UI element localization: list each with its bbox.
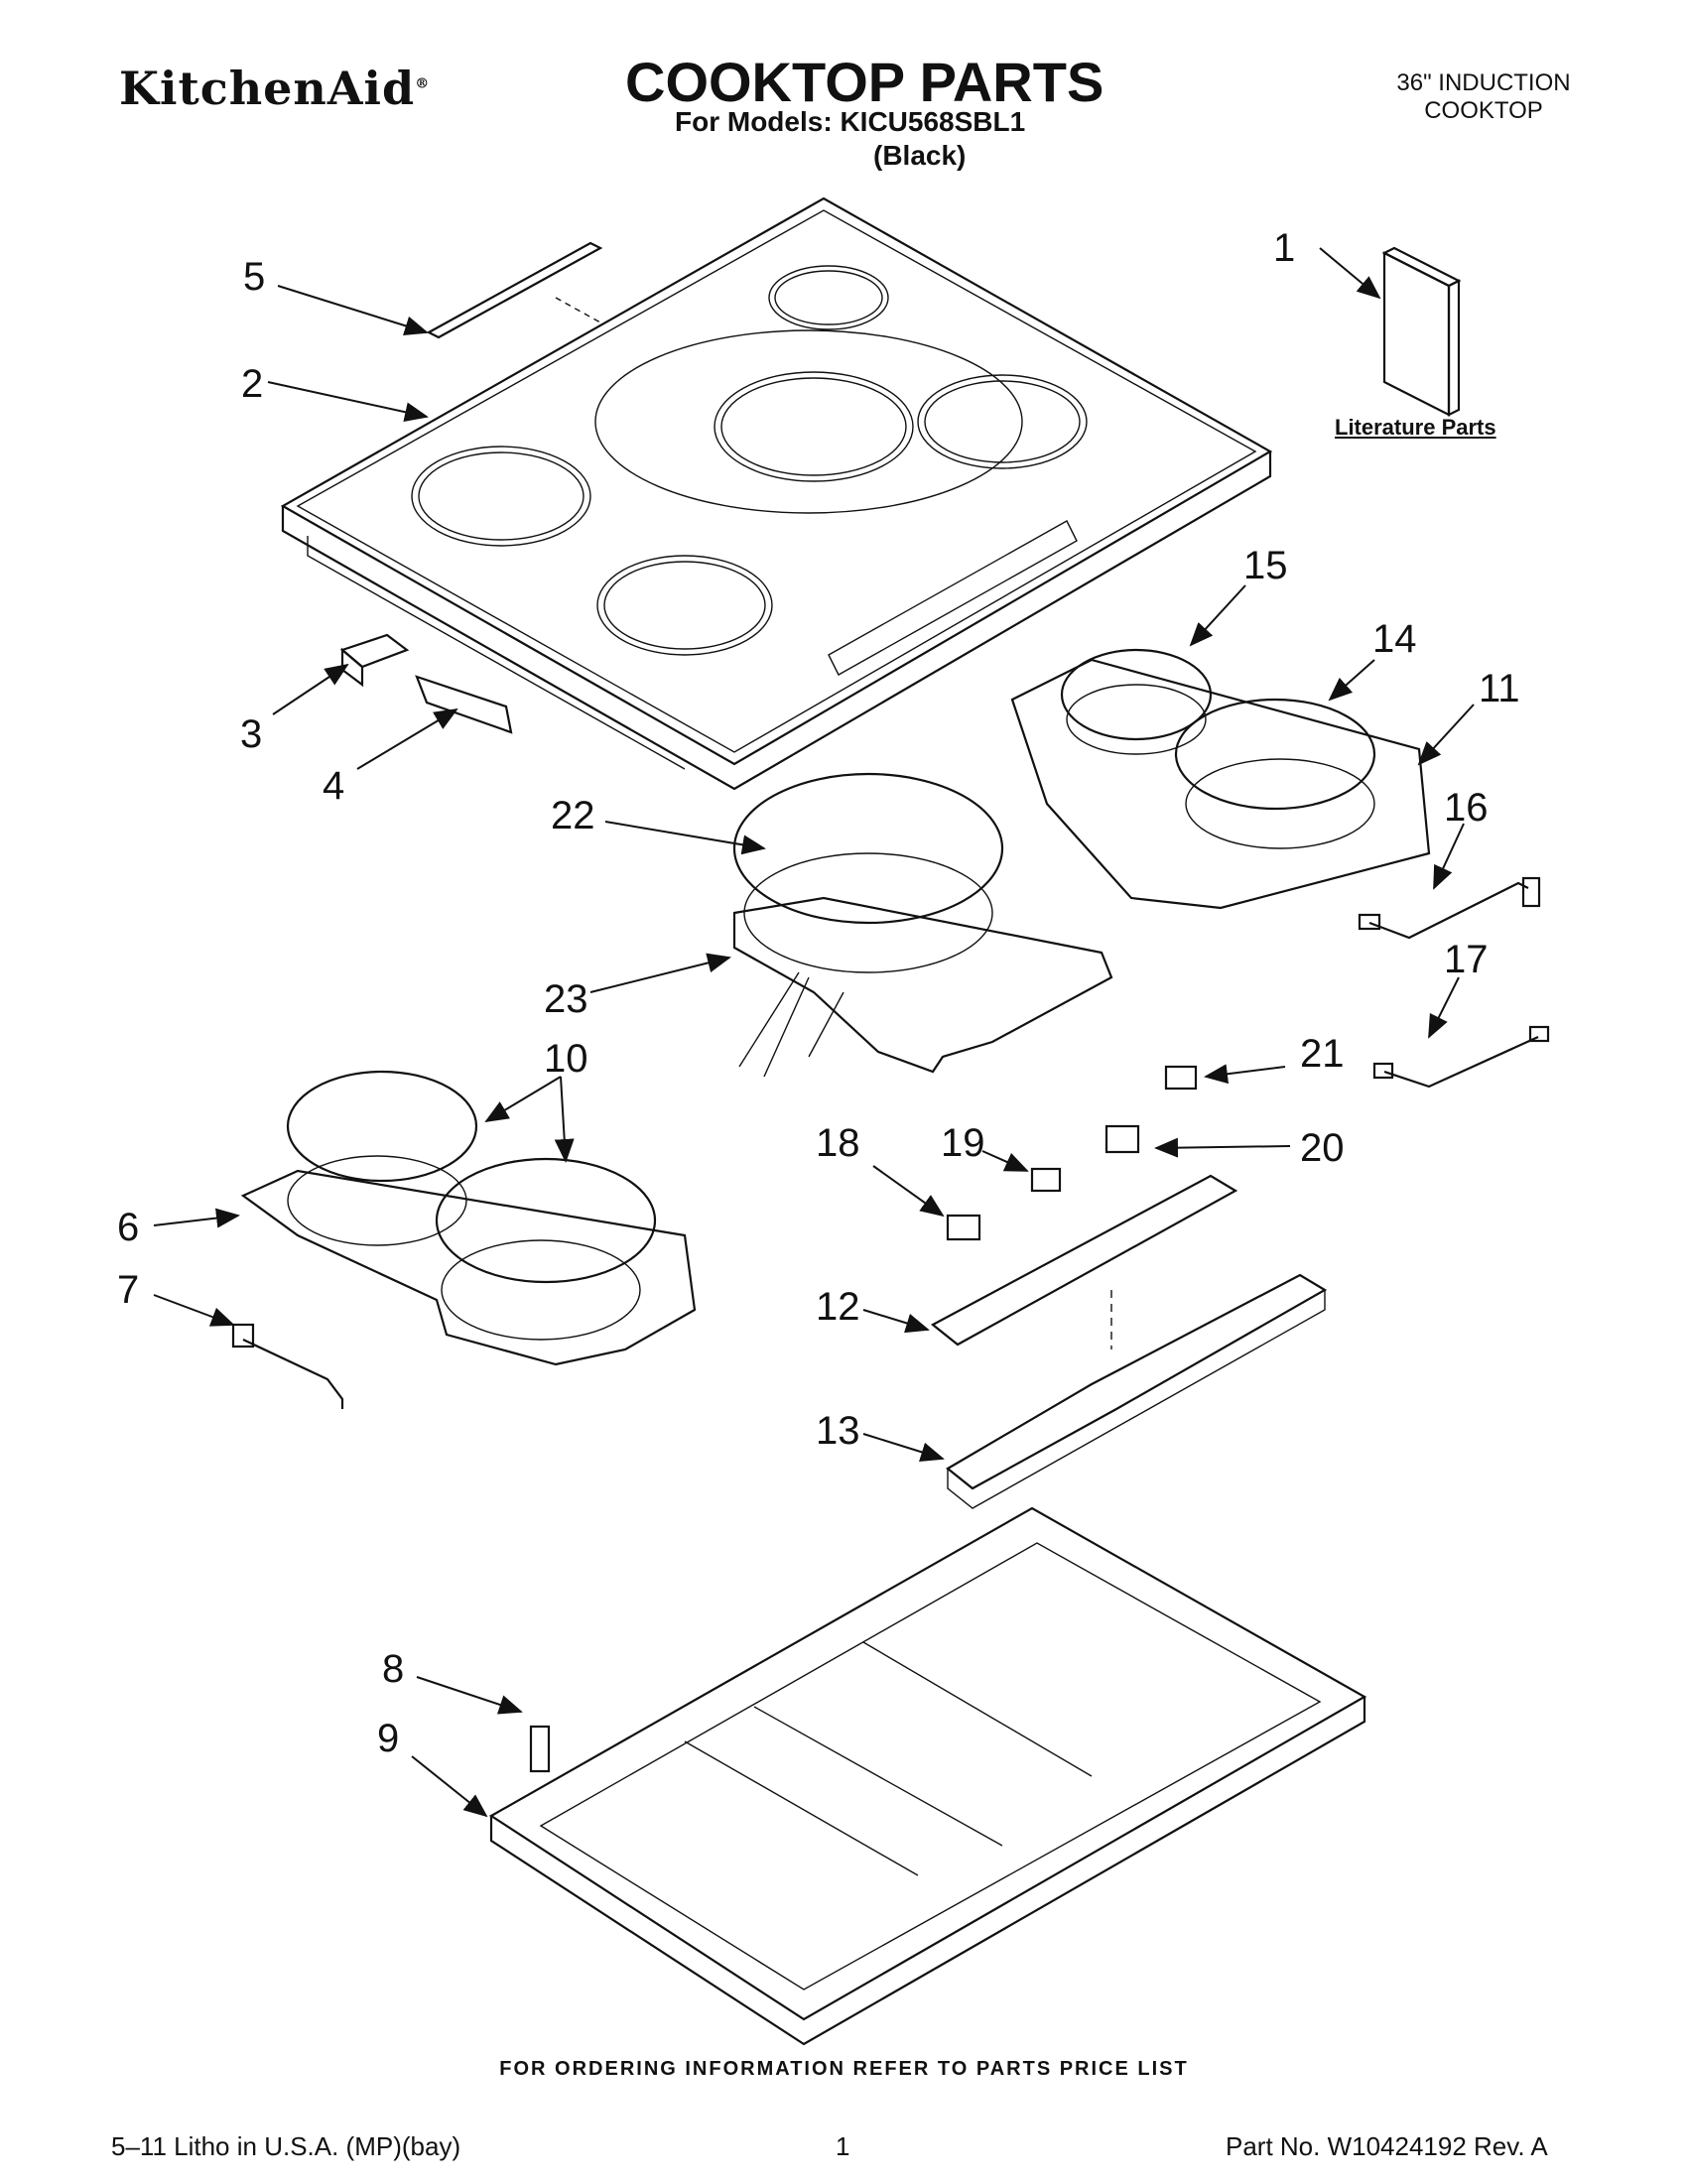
callout-16: 16 xyxy=(1444,786,1489,830)
center-burner-assembly xyxy=(732,772,1113,1078)
wire-harnesses xyxy=(1358,876,1550,1089)
callout-14: 14 xyxy=(1372,617,1417,661)
callout-23: 23 xyxy=(544,977,588,1021)
model-info: For Models: KICU568SBL1 (Black) xyxy=(675,105,1025,173)
product-type: 36" INDUCTION COOKTOP xyxy=(1369,69,1598,125)
callout-7: 7 xyxy=(117,1268,140,1312)
callout-1: 1 xyxy=(1273,226,1296,270)
product-line-2: COOKTOP xyxy=(1424,97,1543,124)
callout-4: 4 xyxy=(323,764,345,808)
callout-13: 13 xyxy=(816,1409,860,1453)
page-title: COOKTOP PARTS xyxy=(625,51,1104,113)
page-number: 1 xyxy=(836,2131,850,2161)
control-board-and-support xyxy=(931,1174,1328,1509)
trim-strip xyxy=(426,241,603,339)
callout-8: 8 xyxy=(382,1647,405,1691)
literature-booklet xyxy=(1381,246,1462,417)
callout-11: 11 xyxy=(1479,667,1520,710)
callout-15: 15 xyxy=(1243,544,1288,587)
callout-5: 5 xyxy=(243,255,266,299)
base-pan xyxy=(488,1506,1367,2046)
brand-logo: KitchenAid® xyxy=(119,62,431,115)
litho-info: 5–11 Litho in U.S.A. (MP)(bay) xyxy=(111,2131,461,2161)
callout-18: 18 xyxy=(816,1121,860,1165)
bracket-and-clip xyxy=(339,633,513,734)
callout-leaders xyxy=(153,247,1475,1818)
color-line: (Black) xyxy=(873,140,967,171)
callout-2: 2 xyxy=(241,362,264,406)
callout-12: 12 xyxy=(816,1285,860,1329)
callout-19: 19 xyxy=(941,1121,985,1165)
product-line-1: 36" INDUCTION xyxy=(1396,69,1571,96)
ordering-note: FOR ORDERING INFORMATION REFER TO PARTS … xyxy=(499,2058,1189,2080)
callout-22: 22 xyxy=(551,794,595,837)
callout-17: 17 xyxy=(1444,938,1489,981)
callout-10: 10 xyxy=(544,1037,588,1081)
callout-9: 9 xyxy=(377,1717,400,1760)
callout-20: 20 xyxy=(1300,1126,1345,1170)
cooktop-glass xyxy=(280,196,1273,791)
models-line: For Models: KICU568SBL1 xyxy=(675,106,1026,137)
literature-parts-label: Literature Parts xyxy=(1335,415,1496,440)
right-burner-assembly xyxy=(1010,648,1431,910)
callout-21: 21 xyxy=(1300,1032,1345,1076)
control-knobs xyxy=(946,1065,1198,1241)
callout-6: 6 xyxy=(117,1206,140,1249)
part-number: Part No. W10424192 Rev. A xyxy=(1226,2131,1548,2161)
callout-3: 3 xyxy=(240,712,263,756)
left-burner-assembly xyxy=(231,1070,697,1409)
